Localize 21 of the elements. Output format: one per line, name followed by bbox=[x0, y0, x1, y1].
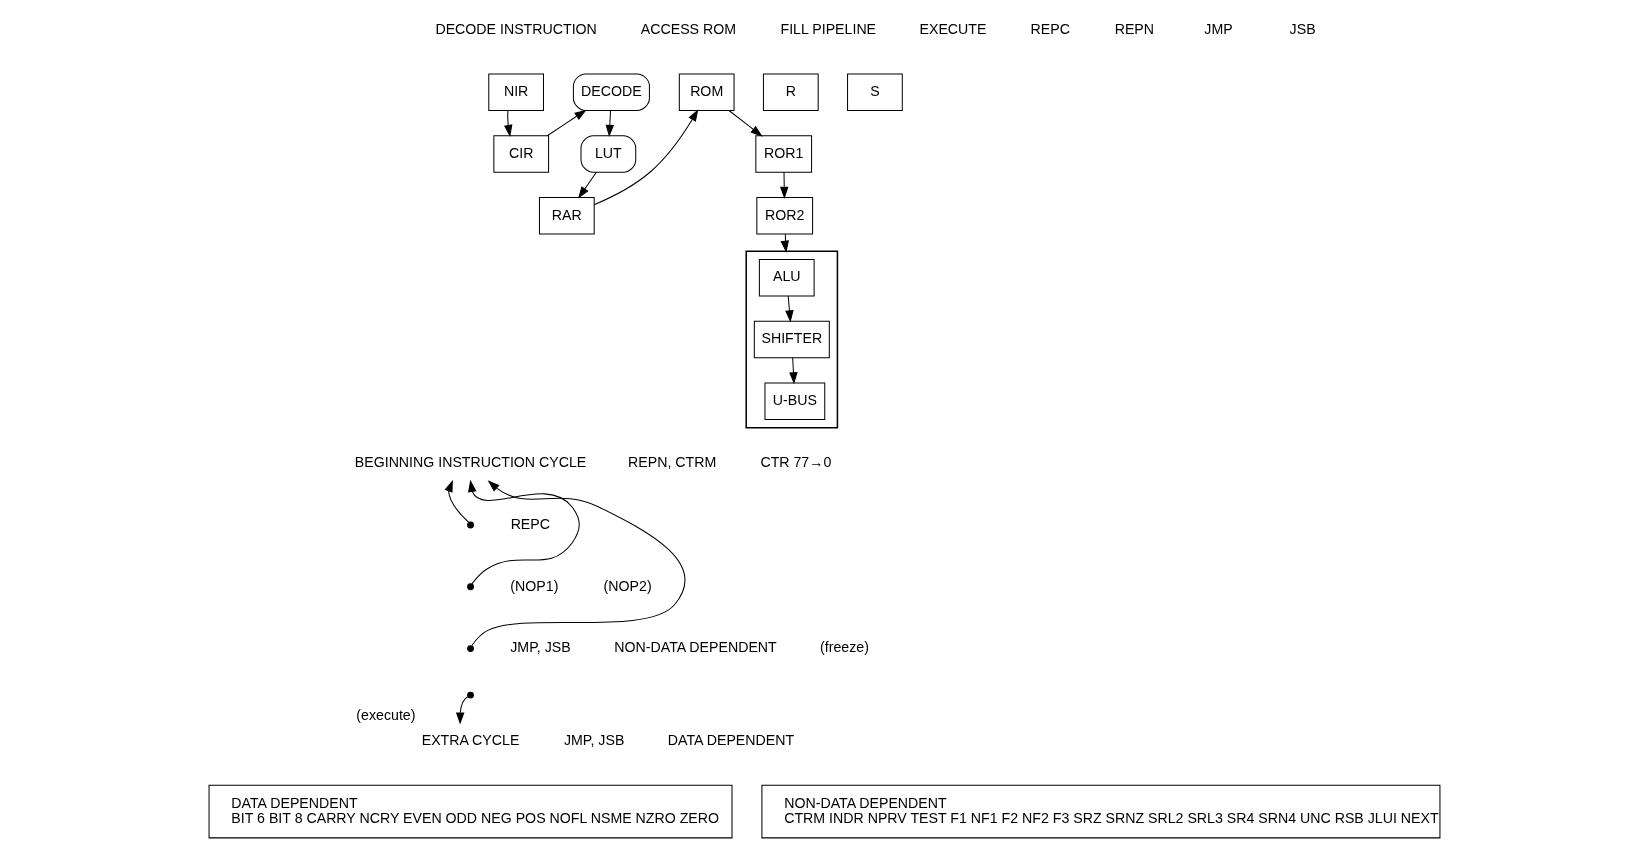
label: NON-DATA DEPENDENT bbox=[614, 639, 777, 656]
label: JSB bbox=[1289, 21, 1316, 38]
label: REPC bbox=[1030, 21, 1070, 38]
label: CTR 77→0 bbox=[760, 453, 832, 470]
label: DECODE INSTRUCTION bbox=[435, 21, 597, 38]
label: (NOP1) bbox=[510, 577, 559, 594]
label: REPN, CTRM bbox=[628, 453, 717, 470]
label: ACCESS ROM bbox=[640, 21, 737, 38]
label: REPC bbox=[510, 515, 551, 532]
label: JMP bbox=[1204, 21, 1233, 38]
label: DATA DEPENDENT bbox=[667, 732, 795, 749]
label: (freeze) bbox=[820, 639, 869, 656]
node-label: (execute) bbox=[356, 706, 416, 723]
node-text: BEGINNING INSTRUCTION CYCLE bbox=[354, 453, 587, 470]
label: (NOP2) bbox=[603, 577, 652, 594]
node-text: EXTRA CYCLE bbox=[421, 732, 520, 749]
label: REPN bbox=[1114, 21, 1155, 38]
label: FILL PIPELINE bbox=[780, 21, 877, 38]
label: EXECUTE bbox=[919, 21, 987, 38]
label: JMP, JSB bbox=[510, 639, 571, 656]
label: JMP, JSB bbox=[563, 732, 625, 749]
